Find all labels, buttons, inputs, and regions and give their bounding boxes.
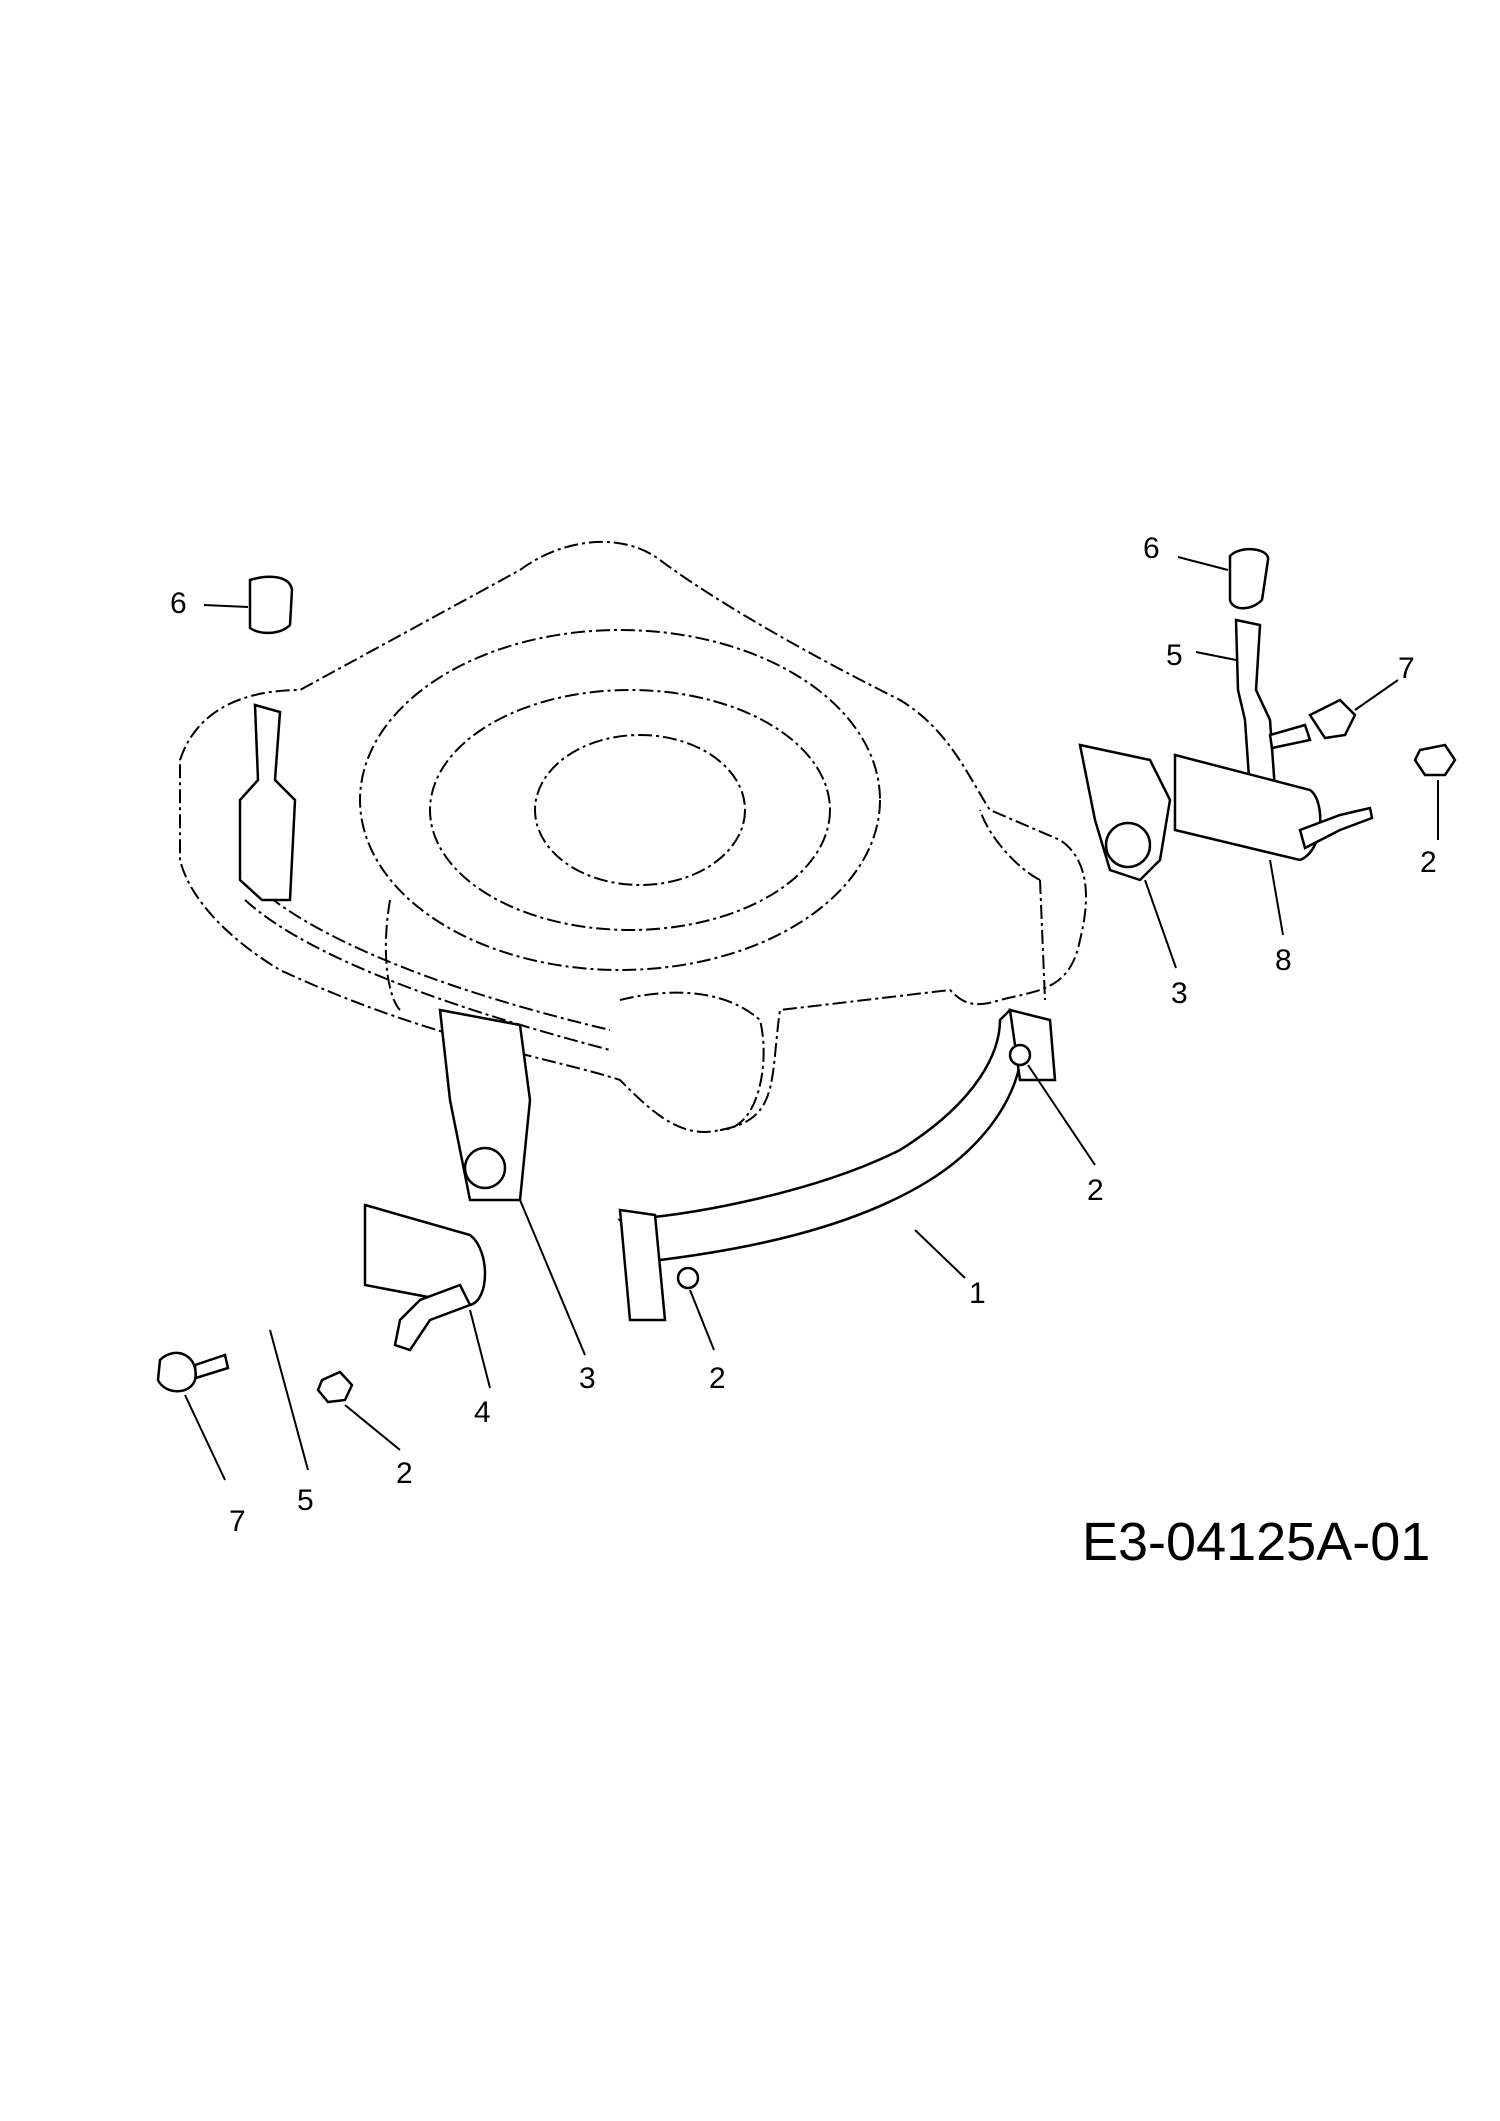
callout-1: 1: [969, 1277, 986, 1310]
nut-icon: [316, 1370, 354, 1404]
callout-6-left: 6: [170, 587, 187, 620]
wheel-bushing-icon: [463, 1146, 507, 1190]
nut-icon: [676, 1266, 700, 1290]
knob-cap-icon: [1228, 548, 1270, 610]
drawing-code: E3-04125A-01: [1082, 1512, 1430, 1572]
callout-3-right: 3: [1171, 977, 1188, 1010]
nut-icon: [1413, 743, 1457, 777]
axle-bracket-icon: [363, 1203, 487, 1307]
callout-5-left: 5: [297, 1484, 314, 1517]
bolt-icon: [1268, 698, 1357, 750]
callout-2-left: 2: [396, 1457, 413, 1490]
knob-cap-icon: [248, 575, 294, 635]
callout-5-right: 5: [1166, 639, 1183, 672]
callout-4: 4: [474, 1396, 491, 1429]
mower-deck: [179, 540, 1087, 1133]
nut-icon: [1008, 1043, 1032, 1067]
lever-handle-icon: [238, 703, 297, 902]
callout-3-left: 3: [579, 1362, 596, 1395]
wheel-bushing-icon: [1104, 821, 1152, 869]
callout-7-right: 7: [1398, 652, 1415, 685]
callout-6-right: 6: [1143, 532, 1160, 565]
callout-7-left: 7: [229, 1505, 246, 1538]
rear-flap: [617, 1008, 1096, 1351]
callout-8: 8: [1275, 944, 1292, 977]
left-height-adjuster: [156, 575, 586, 1481]
callout-2-flap-right: 2: [1087, 1174, 1104, 1207]
callout-2-flap-left: 2: [709, 1362, 726, 1395]
axle-bolt-icon: [1298, 806, 1374, 850]
callout-2-right: 2: [1420, 846, 1437, 879]
axle-bolt-icon: [393, 1283, 472, 1352]
bolt-icon: [156, 1351, 230, 1393]
lever-handle-icon: [1234, 618, 1277, 794]
right-height-adjuster: [1078, 548, 1457, 969]
